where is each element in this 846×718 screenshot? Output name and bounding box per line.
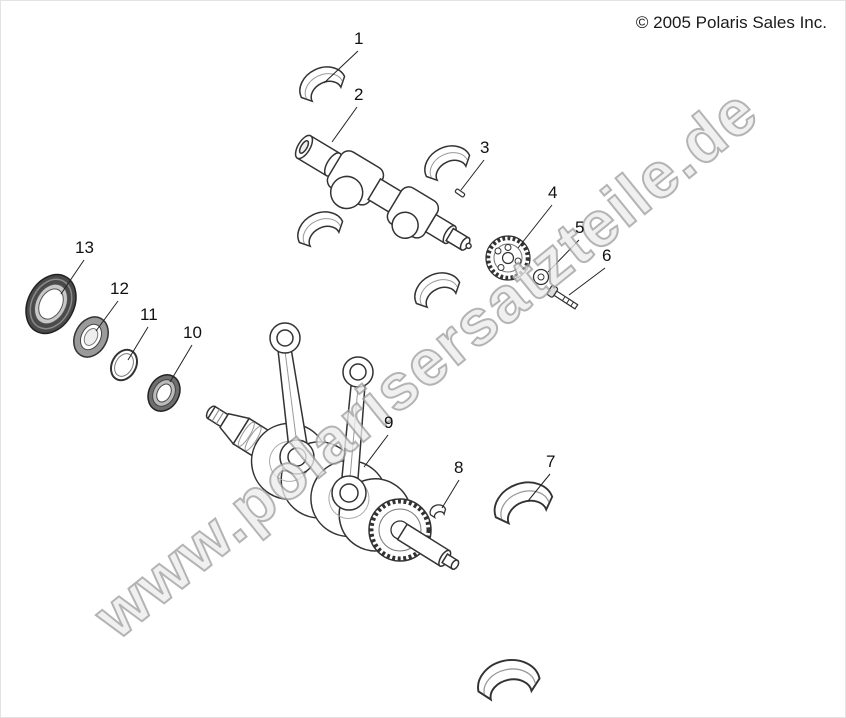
crankshaft-output-end (396, 523, 460, 570)
connecting-rod-1 (269, 322, 315, 475)
callout-9: 9 (384, 413, 394, 432)
bearing-shell-7 (493, 481, 554, 526)
woodruff-key (429, 504, 447, 520)
callout-13: 13 (75, 238, 94, 257)
callout-10: 10 (183, 323, 202, 342)
seal-10 (147, 374, 181, 412)
dowel-pin (454, 188, 466, 198)
callout-5: 5 (575, 218, 585, 237)
seal-13 (25, 273, 77, 335)
callout-3: 3 (480, 138, 490, 157)
washer (532, 268, 550, 286)
callout-8: 8 (454, 458, 464, 477)
bearing-shell-1 (299, 66, 346, 103)
bearing-shell-bottom (477, 659, 541, 702)
connecting-rod-2 (331, 356, 374, 511)
balance-shaft (294, 134, 472, 251)
bearing-shell-3 (297, 211, 344, 248)
leader-lines (60, 50, 606, 509)
ring-11 (110, 348, 138, 382)
callout-1: 1 (354, 29, 364, 48)
callout-11: 11 (140, 305, 158, 324)
callout-4: 4 (548, 183, 558, 202)
bearing-ring-12 (73, 316, 109, 358)
callout-6: 6 (602, 246, 612, 265)
bearing-shell-4 (414, 272, 461, 309)
callout-7: 7 (546, 452, 556, 471)
callout-12: 12 (110, 279, 129, 298)
callout-2: 2 (354, 85, 364, 104)
bolt (546, 284, 579, 310)
copyright: © 2005 Polaris Sales Inc. (635, 13, 827, 32)
balance-gear (485, 235, 531, 281)
bearing-shell-2 (424, 145, 471, 182)
